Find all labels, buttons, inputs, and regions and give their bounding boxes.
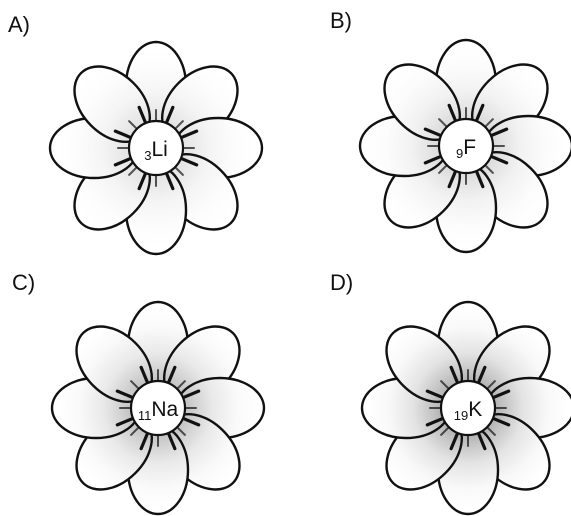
option-c-label: C) bbox=[12, 272, 35, 294]
atomic-number: 19 bbox=[454, 408, 468, 423]
element-symbol: Li bbox=[151, 138, 167, 161]
option-d-label: D) bbox=[330, 272, 353, 294]
option-a-label: A) bbox=[8, 14, 30, 36]
element-symbol: K bbox=[468, 398, 482, 421]
flower-d: 19K bbox=[360, 300, 571, 516]
flower-c: 11Na bbox=[50, 300, 266, 516]
flower-a: 3Li bbox=[48, 40, 264, 256]
element-symbol: Na bbox=[151, 398, 178, 421]
atomic-number: 3 bbox=[144, 148, 151, 163]
flower-b: 9F bbox=[358, 38, 571, 254]
atomic-number: 9 bbox=[456, 146, 463, 161]
atomic-number: 11 bbox=[138, 408, 152, 423]
element-symbol: F bbox=[463, 136, 476, 159]
option-b-label: B) bbox=[330, 10, 352, 32]
